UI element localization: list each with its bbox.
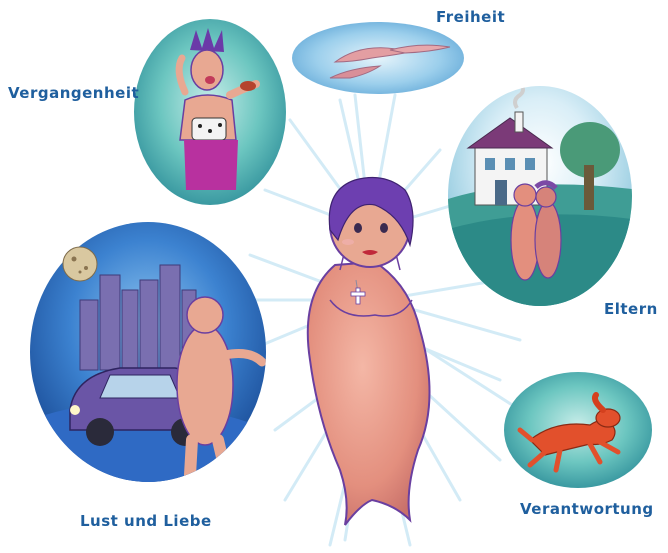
label-vergangenheit: Vergangenheit <box>8 84 139 102</box>
label-eltern: Eltern <box>604 300 658 318</box>
label-verantwortung: Verantwortung <box>520 500 654 518</box>
label-freiheit: Freiheit <box>436 8 505 26</box>
moon-icon <box>63 247 97 281</box>
vergangenheit-vignette <box>134 19 286 205</box>
freiheit-vignette <box>292 22 464 94</box>
central-figure <box>308 178 430 525</box>
label-lust-und-liebe: Lust und Liebe <box>80 512 212 530</box>
verantwortung-vignette <box>504 372 652 488</box>
lust-und-liebe-vignette <box>30 222 270 490</box>
